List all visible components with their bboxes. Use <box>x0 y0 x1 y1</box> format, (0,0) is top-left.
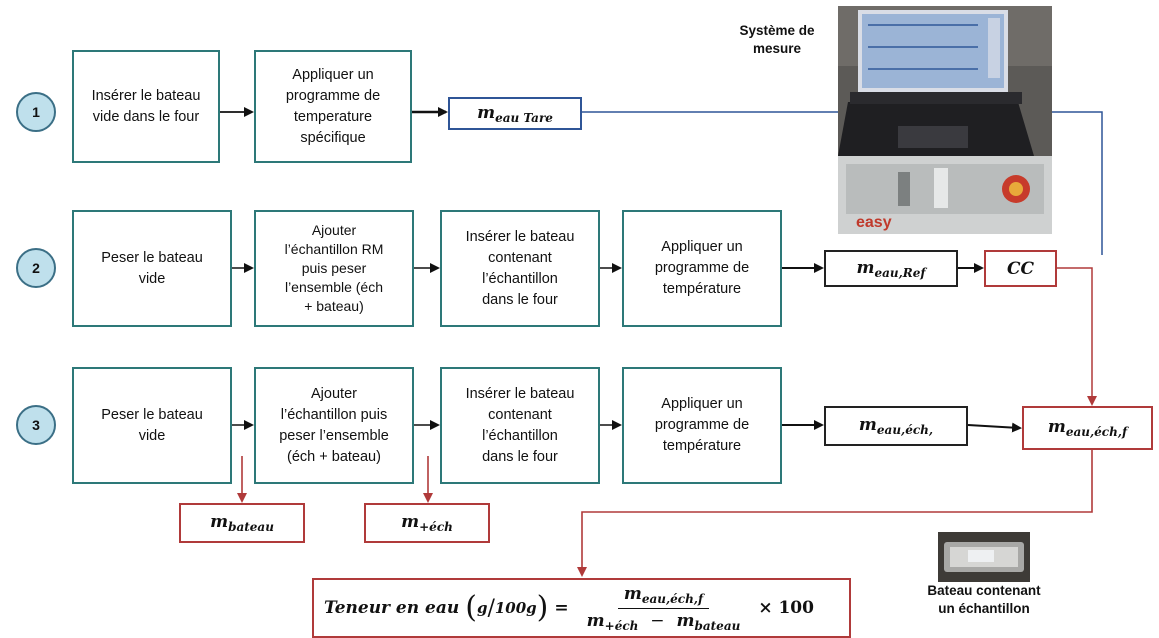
blue-line-tare <box>582 111 1103 255</box>
formula-times: × 100 <box>758 598 814 618</box>
step-3-circle: 3 <box>16 405 56 445</box>
m-plus-ech-box: m+éch <box>364 503 490 543</box>
cc-box: CC <box>984 250 1057 287</box>
arrow-r3-5 <box>967 422 1022 433</box>
device-brand-label: easy <box>856 214 892 231</box>
m-eau-ech-box: meau,éch, <box>824 406 968 446</box>
m-eau-ref-box: meau,Ref <box>824 250 958 287</box>
formula-lhs: Teneur en eau <box>324 598 460 618</box>
m-eau-tare-box: meau Tare <box>448 97 582 130</box>
water-content-formula: Teneur en eau (g/100g) = meau,éch,f m+éc… <box>312 578 851 638</box>
m-eau-ech-f-box: meau,éch,f <box>1022 406 1153 450</box>
boat-sample-photo <box>938 532 1030 582</box>
red-line-to-formula <box>577 450 1093 577</box>
formula-unit: (g/100g) <box>465 590 549 625</box>
measurement-system-photo: easy <box>838 6 1052 234</box>
formula-equals: = <box>554 598 569 618</box>
formula-fraction: meau,éch,f m+éch − mbateau <box>586 583 741 633</box>
red-line-cc <box>1057 267 1097 406</box>
m-bateau-box: mbateau <box>179 503 305 543</box>
step-1-circle: 1 <box>16 92 56 132</box>
step-2-circle: 2 <box>16 248 56 288</box>
